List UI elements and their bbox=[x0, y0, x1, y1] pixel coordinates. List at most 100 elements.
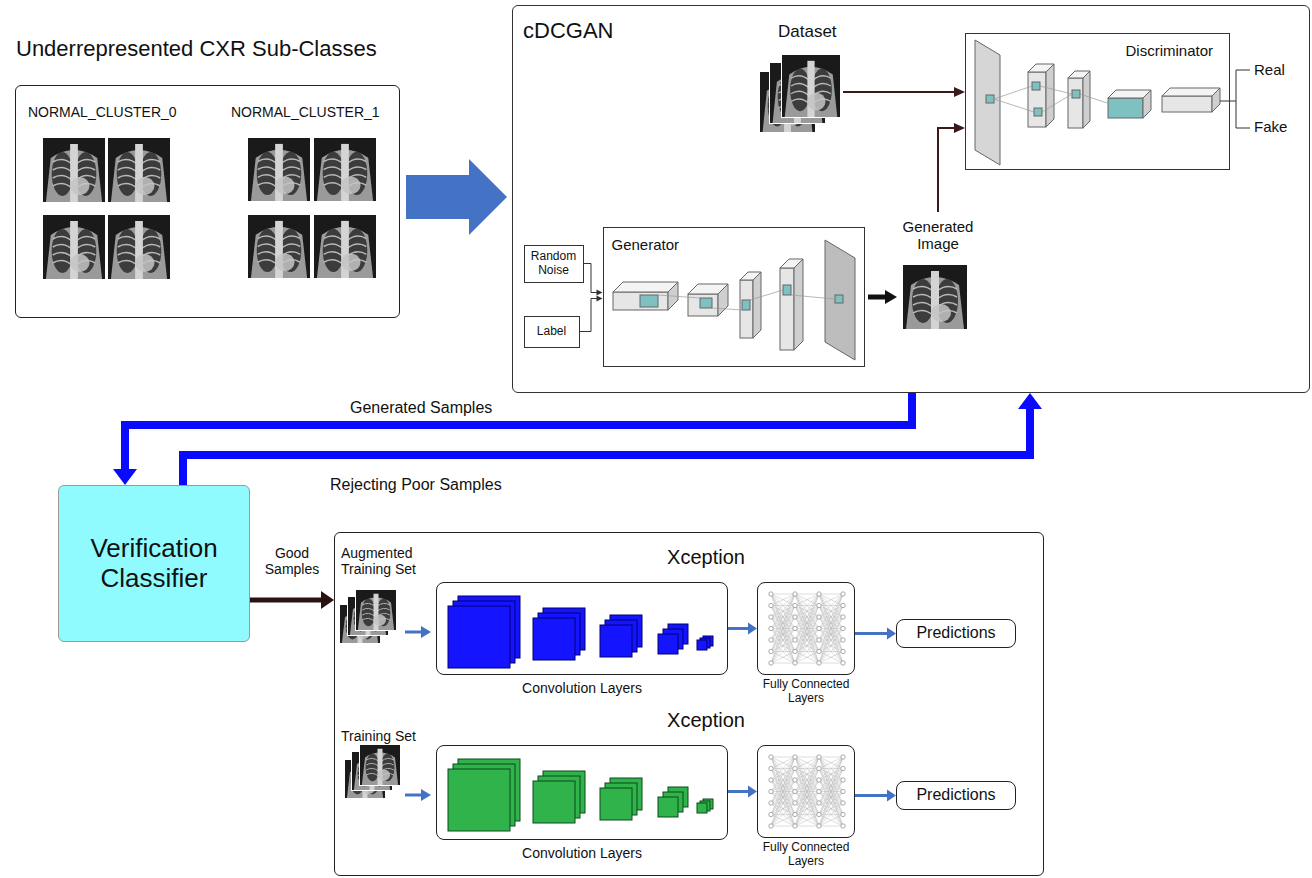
illustration-part bbox=[108, 215, 170, 279]
illustration-part bbox=[825, 240, 855, 360]
connector bbox=[406, 159, 507, 235]
generator-layers bbox=[613, 240, 855, 360]
edge-label: Good Samples bbox=[262, 545, 322, 577]
nn-link bbox=[771, 757, 795, 815]
illustration-part bbox=[753, 272, 761, 338]
illustration-part bbox=[782, 55, 840, 117]
nn-link bbox=[771, 757, 795, 815]
nn-link bbox=[819, 757, 843, 815]
nn-link bbox=[795, 757, 819, 815]
generator-box: Generator bbox=[603, 227, 865, 367]
connector-line bbox=[855, 632, 888, 635]
generated-image bbox=[903, 265, 967, 329]
nn-link bbox=[819, 757, 843, 826]
nn-unit bbox=[793, 615, 797, 619]
nn-link bbox=[795, 652, 819, 664]
nn-unit bbox=[793, 638, 797, 642]
illustration-part bbox=[640, 295, 658, 307]
illustration-part bbox=[1028, 72, 1046, 127]
arrowhead bbox=[321, 591, 334, 609]
nn-link bbox=[771, 792, 795, 827]
nn-link bbox=[771, 757, 795, 826]
node-text: NORMAL_CLUSTER_1 bbox=[231, 104, 380, 120]
nn-unit bbox=[841, 626, 845, 630]
nn-unit bbox=[841, 603, 845, 607]
nn-link bbox=[795, 780, 819, 826]
nn-unit bbox=[793, 755, 797, 759]
nn-unit bbox=[793, 812, 797, 816]
connector bbox=[250, 591, 334, 609]
illustration-part bbox=[1072, 90, 1080, 98]
nn-link bbox=[771, 629, 795, 664]
nn-link bbox=[819, 757, 843, 803]
nn-link bbox=[795, 803, 819, 826]
nn-unit bbox=[793, 626, 797, 630]
connector bbox=[728, 786, 757, 798]
nn-unit bbox=[817, 626, 821, 630]
nn-link bbox=[795, 594, 819, 663]
nn-unit bbox=[793, 824, 797, 828]
nn-unit bbox=[841, 638, 845, 642]
nn-link bbox=[771, 594, 795, 652]
illustration-part bbox=[421, 626, 431, 638]
nn-link bbox=[771, 617, 795, 663]
nn-link bbox=[795, 594, 819, 663]
nn-link bbox=[795, 769, 819, 827]
illustration-part bbox=[314, 215, 376, 278]
cxr-thumbnails bbox=[43, 138, 376, 279]
illustration-part bbox=[359, 744, 401, 786]
illustration-part bbox=[405, 794, 422, 797]
nn-unit bbox=[793, 801, 797, 805]
nn-unit bbox=[769, 603, 773, 607]
node-text: Predictions bbox=[916, 624, 995, 642]
illustration-part bbox=[613, 292, 668, 310]
nn-unit bbox=[793, 766, 797, 770]
nn-unit bbox=[769, 812, 773, 816]
illustration-part bbox=[248, 215, 310, 278]
node-text: Convolution Layers bbox=[437, 680, 727, 696]
nn-link bbox=[771, 780, 795, 826]
nn-unit bbox=[793, 603, 797, 607]
free-label: Dataset bbox=[778, 22, 837, 42]
nn-unit bbox=[817, 592, 821, 596]
input-box: Label bbox=[524, 316, 580, 348]
illustration-part bbox=[314, 138, 376, 201]
nn-unit bbox=[769, 661, 773, 665]
output-box: Predictions bbox=[896, 619, 1016, 648]
nn-unit bbox=[769, 766, 773, 770]
nn-link bbox=[771, 652, 795, 664]
arrowhead bbox=[748, 786, 757, 798]
nn-unit bbox=[817, 824, 821, 828]
connector-line bbox=[183, 407, 1030, 485]
nn-link bbox=[819, 594, 843, 595]
nn-link bbox=[795, 792, 819, 827]
nn-unit bbox=[817, 789, 821, 793]
illustration-part bbox=[954, 123, 965, 133]
connector bbox=[855, 790, 896, 802]
nn-unit bbox=[841, 789, 845, 793]
node-text: Convolution Layers bbox=[437, 845, 727, 861]
nn-link bbox=[795, 815, 819, 827]
nn-link bbox=[771, 780, 795, 826]
nn-link bbox=[819, 780, 843, 826]
nn-link bbox=[795, 757, 819, 815]
nn-link bbox=[819, 594, 843, 652]
nn-link bbox=[819, 769, 843, 827]
illustration-part bbox=[1162, 88, 1220, 96]
nn-link bbox=[771, 594, 795, 595]
nn-link bbox=[819, 757, 843, 815]
illustration-part bbox=[43, 138, 105, 202]
panel-heading: cDCGAN bbox=[523, 18, 613, 43]
illustration-part bbox=[740, 280, 753, 338]
nn-link bbox=[771, 757, 795, 803]
free-label: Fake bbox=[1254, 118, 1287, 135]
nn-unit bbox=[769, 755, 773, 759]
nn-link bbox=[771, 606, 795, 664]
edge-label: Generated Samples bbox=[350, 399, 492, 417]
illustration-part bbox=[783, 285, 791, 295]
nn-link bbox=[771, 803, 795, 826]
nn-unit bbox=[769, 789, 773, 793]
nn-unit bbox=[817, 766, 821, 770]
